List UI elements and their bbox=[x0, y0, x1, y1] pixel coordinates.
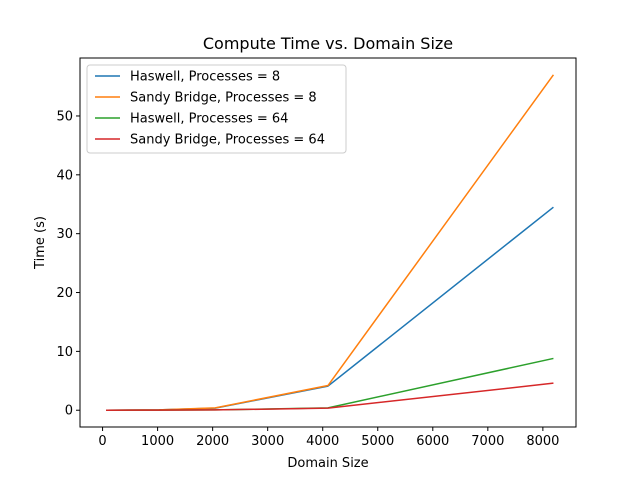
y-tick-label: 40 bbox=[56, 168, 73, 183]
y-axis-ticks: 0 10 20 30 40 50 bbox=[56, 109, 80, 419]
y-tick-label: 30 bbox=[56, 227, 73, 242]
y-tick-label: 10 bbox=[56, 345, 73, 360]
legend: Haswell, Processes = 8 Sandy Bridge, Proc… bbox=[86, 64, 347, 154]
x-tick-label: 8000 bbox=[526, 434, 559, 449]
x-axis-label: Domain Size bbox=[287, 456, 368, 471]
plot-lines bbox=[106, 74, 555, 411]
y-tick-label: 20 bbox=[56, 286, 73, 301]
x-axis-ticks: 0 1000 2000 3000 4000 5000 6000 7000 8000 bbox=[98, 427, 559, 449]
legend-label-3: Haswell, Processes = 64 bbox=[130, 112, 288, 127]
x-tick-label: 3000 bbox=[251, 434, 284, 449]
chart-title: Compute Time vs. Domain Size bbox=[203, 34, 453, 53]
legend-box bbox=[86, 64, 347, 154]
x-tick-label: 4000 bbox=[306, 434, 339, 449]
x-tick-label: 7000 bbox=[471, 434, 504, 449]
series-line-4 bbox=[106, 382, 554, 411]
x-tick-label: 0 bbox=[98, 434, 106, 449]
y-tick-label: 50 bbox=[56, 109, 73, 124]
legend-label-4: Sandy Bridge, Processes = 64 bbox=[130, 133, 325, 148]
legend-label-1: Haswell, Processes = 8 bbox=[130, 70, 280, 85]
x-tick-label: 5000 bbox=[361, 434, 394, 449]
plot-frame bbox=[79, 57, 577, 428]
y-tick-label: 0 bbox=[65, 404, 73, 419]
x-tick-label: 1000 bbox=[141, 434, 174, 449]
legend-label-2: Sandy Bridge, Processes = 8 bbox=[130, 91, 317, 106]
y-axis-label: Time (s) bbox=[33, 216, 48, 270]
x-tick-label: 2000 bbox=[196, 434, 229, 449]
x-tick-label: 6000 bbox=[416, 434, 449, 449]
